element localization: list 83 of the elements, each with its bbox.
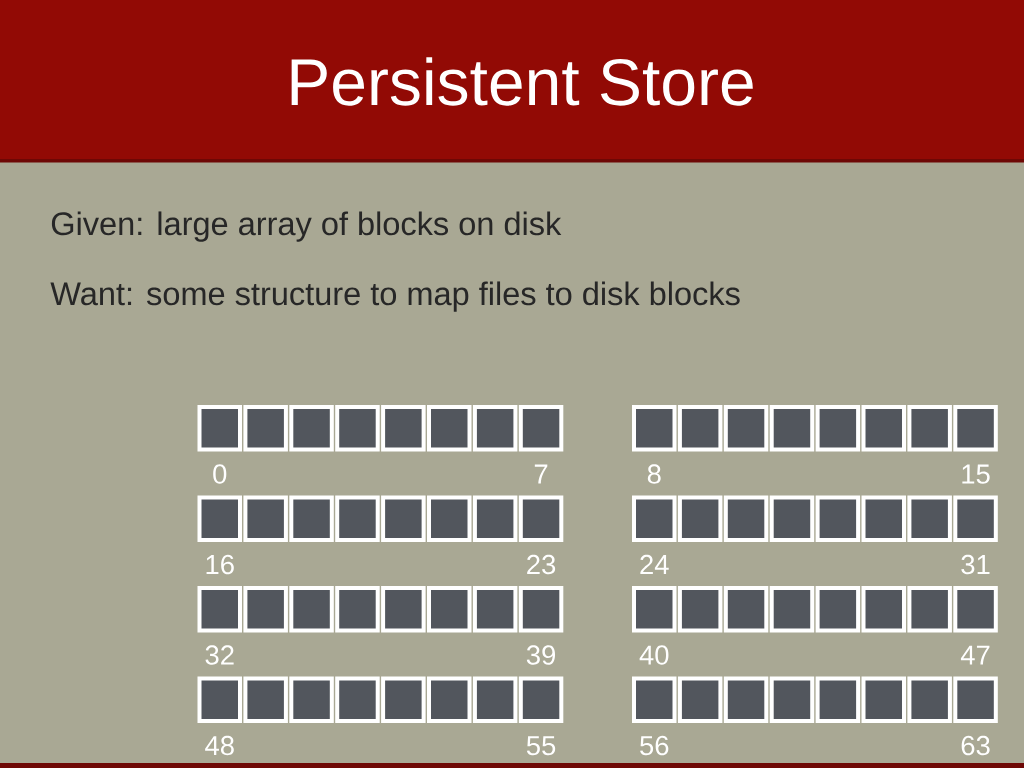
block-square (907, 676, 952, 723)
block-number: 16 (206, 554, 234, 575)
block-square (677, 405, 723, 452)
block-square (861, 405, 906, 452)
block-square (632, 586, 677, 633)
block-square (677, 495, 723, 542)
block-square (427, 405, 472, 452)
block-square (907, 495, 952, 542)
block-square (243, 495, 288, 542)
block-number: 55 (526, 736, 556, 756)
block-square (335, 495, 380, 542)
block-square (769, 495, 815, 542)
block-square (723, 586, 769, 633)
block-square (472, 495, 518, 542)
block-square (289, 676, 334, 723)
block-square (335, 586, 380, 633)
block-square (632, 676, 677, 723)
block-square (953, 676, 998, 723)
block-square (518, 676, 564, 723)
block-square (907, 586, 952, 633)
block-square (769, 676, 815, 723)
block-square (381, 405, 426, 452)
block-square (723, 405, 769, 452)
block-square (427, 676, 472, 723)
block-square (815, 586, 861, 633)
block-square (815, 676, 861, 723)
block-number: 63 (961, 735, 990, 756)
block-square (723, 495, 769, 542)
block-number: 48 (205, 735, 234, 756)
block-square (381, 676, 426, 723)
block-square (518, 405, 564, 452)
block-number: 31 (961, 554, 990, 575)
block-square (289, 495, 334, 542)
body-text: Want: some structure to map files to disk blocks (50, 281, 740, 312)
block-square (197, 495, 242, 542)
block-square (723, 676, 769, 723)
block-number: 32 (205, 645, 234, 665)
block-square (769, 586, 815, 633)
block-square (677, 676, 723, 723)
block-square (381, 495, 426, 542)
block-square (427, 495, 472, 542)
block-number: 40 (639, 645, 669, 665)
block-number: 7 (534, 464, 548, 484)
block-square (907, 405, 952, 452)
block-square (197, 405, 242, 452)
block-number: 15 (962, 464, 990, 484)
block-square (472, 405, 518, 452)
block-square (861, 676, 906, 723)
body-text: Given: large array of blocks on disk (51, 211, 562, 242)
block-number: 56 (640, 735, 669, 756)
block-square (335, 405, 380, 452)
block-square (243, 676, 288, 723)
block-square (472, 676, 518, 723)
block-number: 24 (640, 554, 669, 574)
block-square (289, 586, 334, 633)
block-square (243, 586, 288, 633)
block-number: 8 (647, 464, 661, 484)
block-square (953, 586, 998, 633)
block-square (518, 586, 564, 633)
block-square (472, 586, 518, 633)
block-square (632, 405, 677, 452)
block-square (861, 586, 906, 633)
block-square (243, 405, 288, 452)
block-square (953, 405, 998, 452)
block-number: 0 (213, 464, 227, 484)
block-square (335, 676, 380, 723)
block-square (861, 495, 906, 542)
block-square (289, 405, 334, 452)
block-number: 23 (527, 554, 556, 575)
slide-title: Persistent Store (291, 57, 753, 106)
block-square (677, 586, 723, 633)
block-square (518, 495, 564, 542)
block-square (197, 586, 242, 633)
block-square (769, 405, 815, 452)
block-square (953, 495, 998, 542)
block-square (197, 676, 242, 723)
block-number: 47 (960, 645, 990, 665)
block-square (381, 586, 426, 633)
block-square (632, 495, 677, 542)
block-square (815, 405, 861, 452)
block-square (427, 586, 472, 633)
block-square (815, 495, 861, 542)
block-number: 39 (526, 645, 555, 665)
